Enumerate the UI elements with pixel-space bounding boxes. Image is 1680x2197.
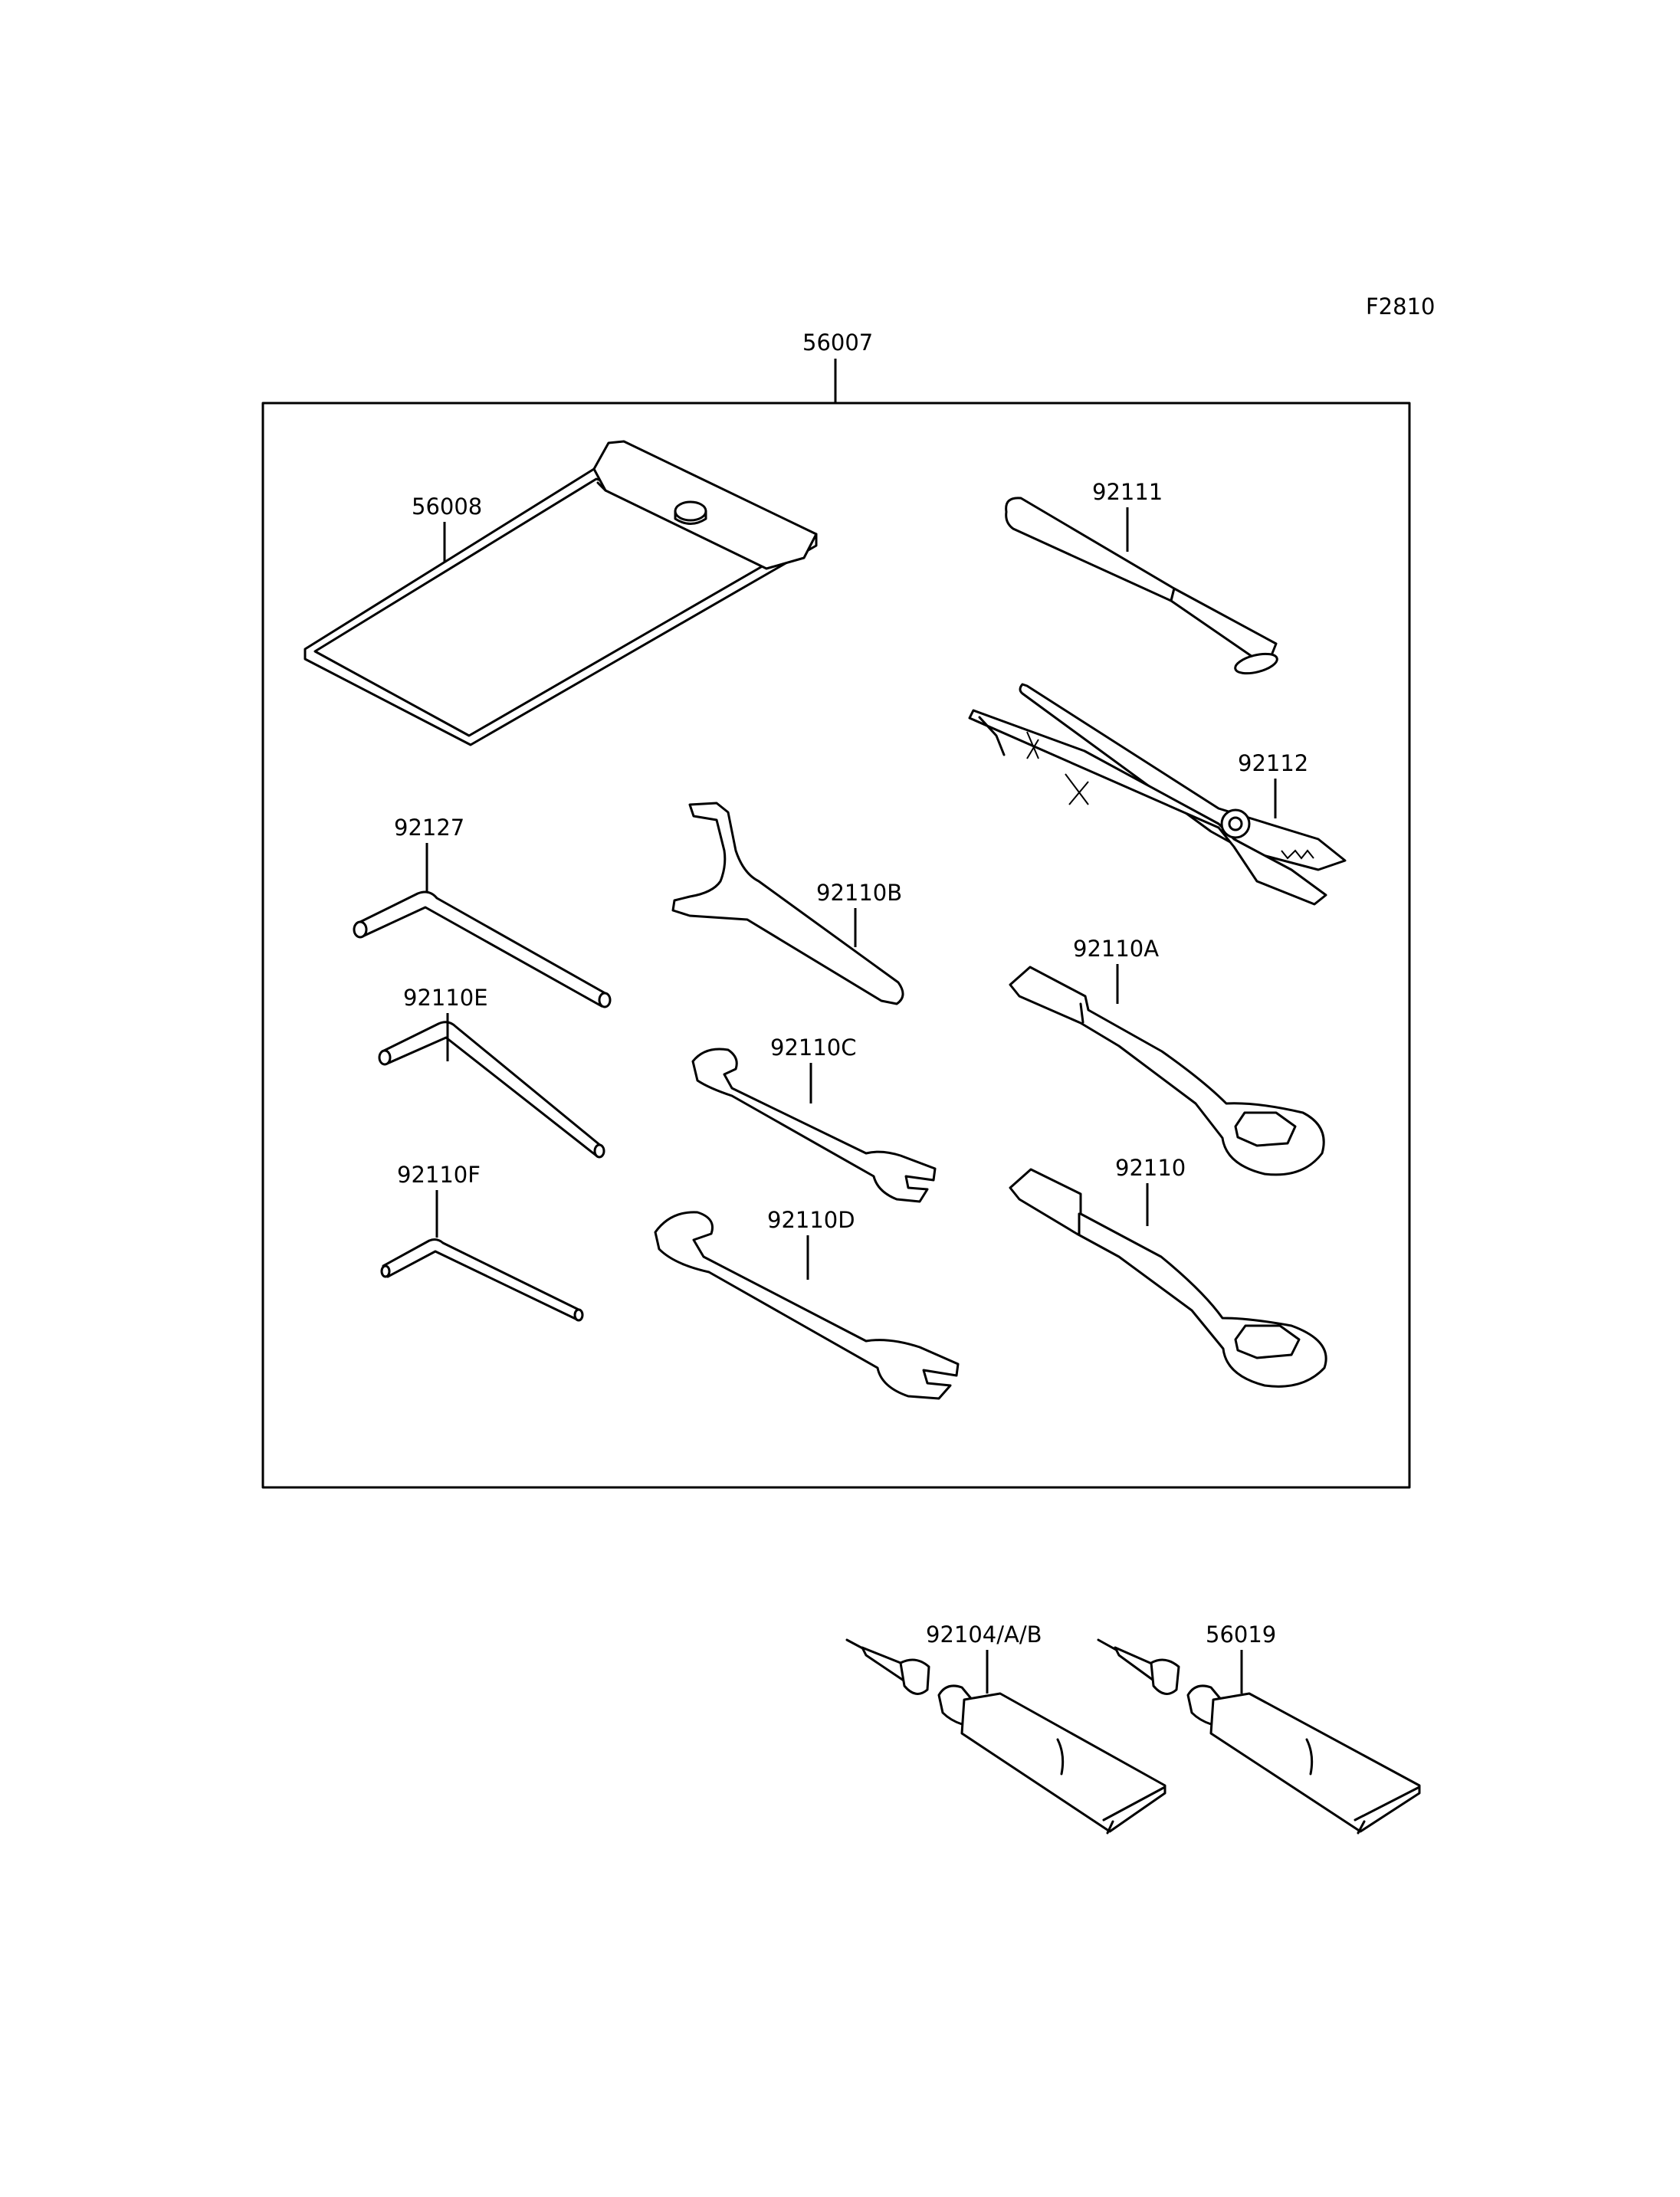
- part-label-open-wrench-large: 92110D: [767, 1207, 855, 1233]
- kit-box: [261, 402, 1411, 1489]
- grease-tube-right-icon: [1097, 1638, 1421, 1835]
- pliers-icon: [968, 683, 1347, 906]
- hook-spanner-icon: [671, 802, 904, 1005]
- part-label-grease-tube-left: 92104/A/B: [926, 1622, 1042, 1648]
- part-label-ring-wrench-lower: 92110: [1115, 1155, 1186, 1181]
- hex-key-medium-icon: [378, 1021, 605, 1159]
- ring-wrench-lower-icon: [1009, 1168, 1327, 1388]
- figure-code: F2810: [1366, 293, 1435, 320]
- open-wrench-large-icon: [654, 1211, 960, 1400]
- tool-bag-icon: [304, 440, 818, 746]
- part-label-pliers: 92112: [1238, 750, 1308, 776]
- part-label-handle-bar: 92111: [1092, 479, 1163, 505]
- part-label-ring-wrench-upper: 92110A: [1073, 936, 1159, 962]
- part-label-hex-key-medium: 92110E: [403, 985, 488, 1011]
- part-label-open-wrench-small: 92110C: [770, 1035, 857, 1061]
- hex-key-small-icon: [380, 1238, 584, 1322]
- grease-tube-left-icon: [845, 1638, 1166, 1835]
- open-wrench-small-icon: [691, 1048, 937, 1203]
- handle-bar-icon: [1005, 497, 1278, 675]
- hex-key-large-icon: [353, 890, 612, 1008]
- part-label-hook-spanner: 92110B: [816, 880, 902, 906]
- part-label-hex-key-small: 92110F: [397, 1162, 481, 1188]
- part-label-tool-bag: 56008: [412, 494, 482, 520]
- part-label-grease-tube-right: 56019: [1206, 1622, 1276, 1648]
- kit-label: 56007: [802, 330, 873, 356]
- ring-wrench-upper-icon: [1009, 966, 1325, 1176]
- part-label-hex-key-large: 92127: [394, 815, 464, 841]
